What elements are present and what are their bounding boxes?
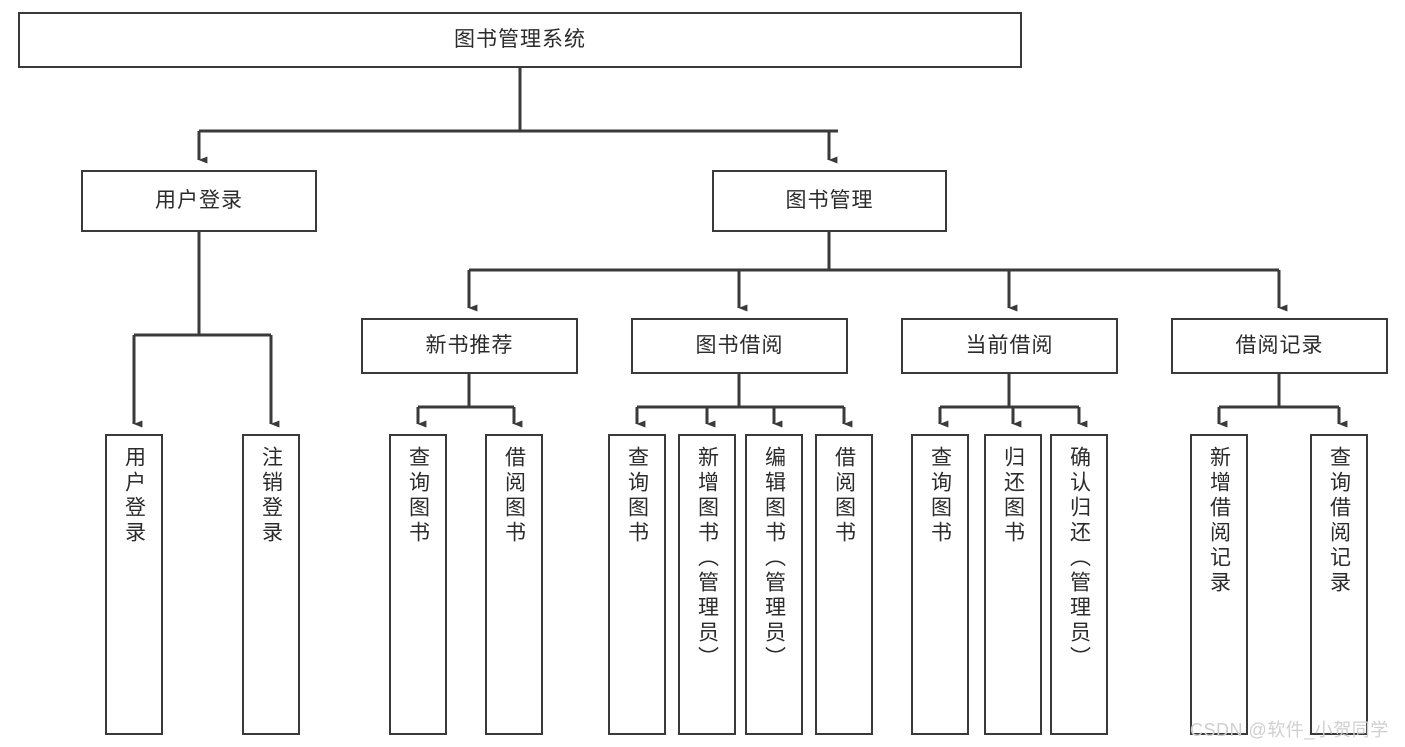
node-leaf-add-book-label: 新增图书（管理员）: [695, 446, 719, 671]
node-leaf-add-book[interactable]: 新增图书（管理员）: [678, 434, 736, 735]
node-leaf-query-record[interactable]: 查询借阅记录: [1310, 434, 1368, 735]
node-leaf-return-book-label: 归还图书: [1001, 446, 1025, 546]
node-book-borrow[interactable]: 图书借阅: [631, 318, 848, 374]
edge-currentborrow-to-leaves: [938, 374, 1088, 428]
node-current-borrow[interactable]: 当前借阅: [901, 318, 1118, 374]
node-leaf-user-login[interactable]: 用户登录: [105, 434, 163, 735]
node-root-label: 图书管理系统: [454, 28, 586, 52]
edge-borrowrecord-to-leaves: [1217, 374, 1348, 428]
node-user-login[interactable]: 用户登录: [81, 170, 317, 232]
node-leaf-borrow-book-1-label: 借阅图书: [502, 446, 526, 546]
edge-userlogin-to-leaves: [132, 232, 280, 428]
node-leaf-return-book[interactable]: 归还图书: [984, 434, 1042, 735]
node-leaf-borrow-book-2-label: 借阅图书: [832, 446, 856, 546]
node-leaf-query-record-label: 查询借阅记录: [1327, 446, 1351, 596]
node-leaf-query-book-3[interactable]: 查询图书: [911, 434, 969, 735]
csdn-watermark: CSDN @软件_小贺同学: [1190, 720, 1389, 740]
edge-bookborrow-to-leaves: [635, 374, 853, 428]
node-borrow-record[interactable]: 借阅记录: [1171, 318, 1388, 374]
node-new-book-recommend-label: 新书推荐: [425, 334, 514, 358]
node-leaf-borrow-book-1[interactable]: 借阅图书: [485, 434, 543, 735]
node-user-login-label: 用户登录: [155, 189, 243, 213]
node-leaf-borrow-book-2[interactable]: 借阅图书: [815, 434, 873, 735]
node-leaf-add-record[interactable]: 新增借阅记录: [1190, 434, 1248, 735]
node-leaf-user-login-label: 用户登录: [122, 446, 146, 546]
node-leaf-edit-book-label: 编辑图书（管理员）: [762, 446, 786, 671]
edge-newbook-to-leaves: [416, 374, 523, 428]
node-new-book-recommend[interactable]: 新书推荐: [361, 318, 578, 374]
node-leaf-user-logout-label: 注销登录: [259, 446, 283, 546]
node-leaf-query-book-1[interactable]: 查询图书: [389, 434, 447, 735]
node-leaf-edit-book[interactable]: 编辑图书（管理员）: [745, 434, 803, 735]
edge-root-to-level2: [197, 68, 838, 164]
node-leaf-query-book-2-label: 查询图书: [625, 446, 649, 546]
node-leaf-query-book-3-label: 查询图书: [928, 446, 952, 546]
node-leaf-query-book-1-label: 查询图书: [406, 446, 430, 546]
node-book-manage[interactable]: 图书管理: [712, 170, 947, 232]
node-root[interactable]: 图书管理系统: [18, 12, 1022, 68]
node-leaf-add-record-label: 新增借阅记录: [1207, 446, 1231, 596]
node-book-manage-label: 图书管理: [785, 189, 874, 213]
node-leaf-confirm-return[interactable]: 确认归还（管理员）: [1050, 434, 1108, 735]
node-leaf-confirm-return-label: 确认归还（管理员）: [1067, 446, 1091, 671]
node-leaf-query-book-2[interactable]: 查询图书: [608, 434, 666, 735]
node-book-borrow-label: 图书借阅: [695, 334, 784, 358]
edge-bookmanage-to-level3: [467, 232, 1288, 312]
node-borrow-record-label: 借阅记录: [1235, 334, 1324, 358]
node-leaf-user-logout[interactable]: 注销登录: [242, 434, 300, 735]
node-current-borrow-label: 当前借阅: [965, 334, 1054, 358]
